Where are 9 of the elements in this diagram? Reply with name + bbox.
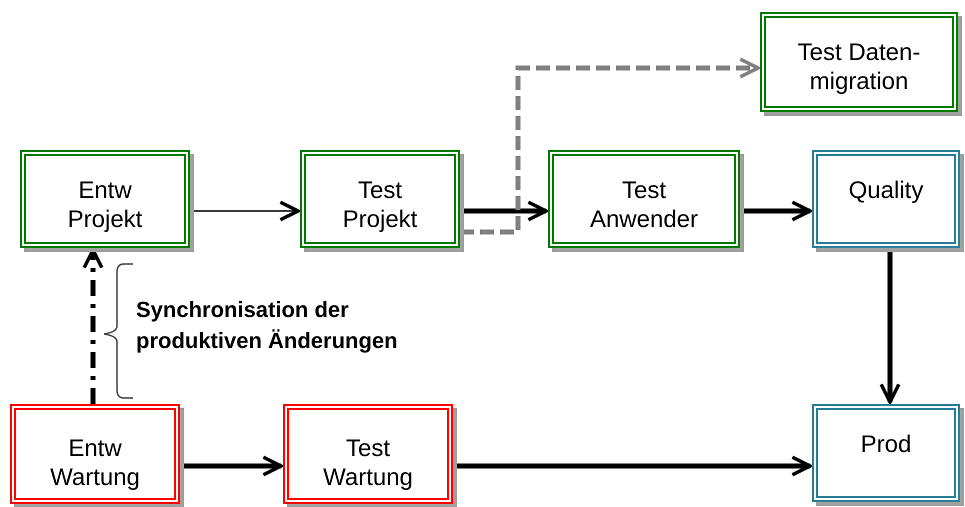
note-text: Synchronisation der produktiven Änderungen <box>136 296 399 355</box>
box-label: Test Daten-migration <box>796 38 922 96</box>
box-label: Entw Projekt <box>66 176 144 234</box>
box-label: Test Anwender <box>588 176 700 234</box>
box-label: Entw Wartung <box>49 434 141 492</box>
box-label: Test Wartung <box>322 434 414 492</box>
box-label: Prod <box>860 430 912 459</box>
box-label: Quality <box>848 176 924 205</box>
box-label: Test Projekt <box>342 176 418 234</box>
